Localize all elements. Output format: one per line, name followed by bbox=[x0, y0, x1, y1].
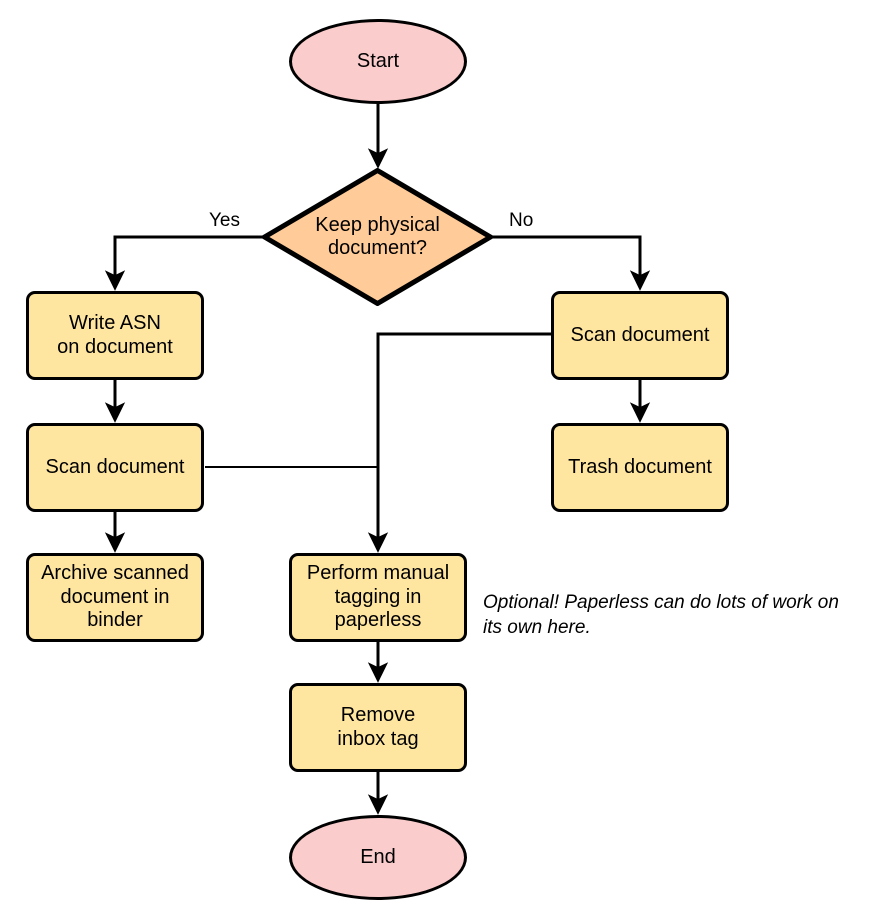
node-perform-manual-tagging[interactable]: Perform manual tagging in paperless bbox=[289, 553, 467, 642]
edge-decision-yes-to-write-asn bbox=[104, 235, 262, 291]
node-trash-document-label: Trash document bbox=[568, 455, 712, 478]
node-scan-document-right[interactable]: Scan document bbox=[551, 291, 729, 380]
node-perform-manual-tagging-label: Perform manual tagging in paperless bbox=[306, 562, 450, 632]
node-decision-keep-physical-document[interactable]: Keep physical document? bbox=[262, 168, 493, 306]
node-trash-document[interactable]: Trash document bbox=[551, 423, 729, 512]
node-archive-scanned-document[interactable]: Archive scanned document in binder bbox=[26, 553, 204, 642]
node-scan-document-left-label: Scan document bbox=[45, 455, 185, 478]
annotation-optional-note: Optional! Paperless can do lots of work … bbox=[483, 592, 839, 639]
node-archive-scanned-document-label: Archive scanned document in binder bbox=[41, 562, 189, 632]
node-decision-label: Keep physical document? bbox=[315, 213, 440, 259]
node-remove-inbox-tag-label: Remove inbox tag bbox=[337, 704, 419, 750]
edge-label-no: No bbox=[509, 210, 534, 231]
node-start[interactable]: Start bbox=[289, 19, 467, 104]
edge-decision-no-to-scan-right bbox=[493, 235, 651, 291]
node-scan-document-left[interactable]: Scan document bbox=[26, 423, 204, 512]
edge-scan-right-to-tagging bbox=[367, 332, 551, 553]
node-remove-inbox-tag[interactable]: Remove inbox tag bbox=[289, 683, 467, 772]
node-end-label: End bbox=[360, 845, 396, 868]
edge-label-yes: Yes bbox=[209, 210, 240, 231]
node-end[interactable]: End bbox=[289, 815, 467, 900]
node-start-label: Start bbox=[356, 49, 400, 72]
node-write-asn[interactable]: Write ASN on document bbox=[26, 291, 204, 380]
node-scan-document-right-label: Scan document bbox=[570, 323, 710, 346]
node-write-asn-label: Write ASN on document bbox=[57, 312, 173, 358]
diamond-shape bbox=[262, 168, 493, 306]
